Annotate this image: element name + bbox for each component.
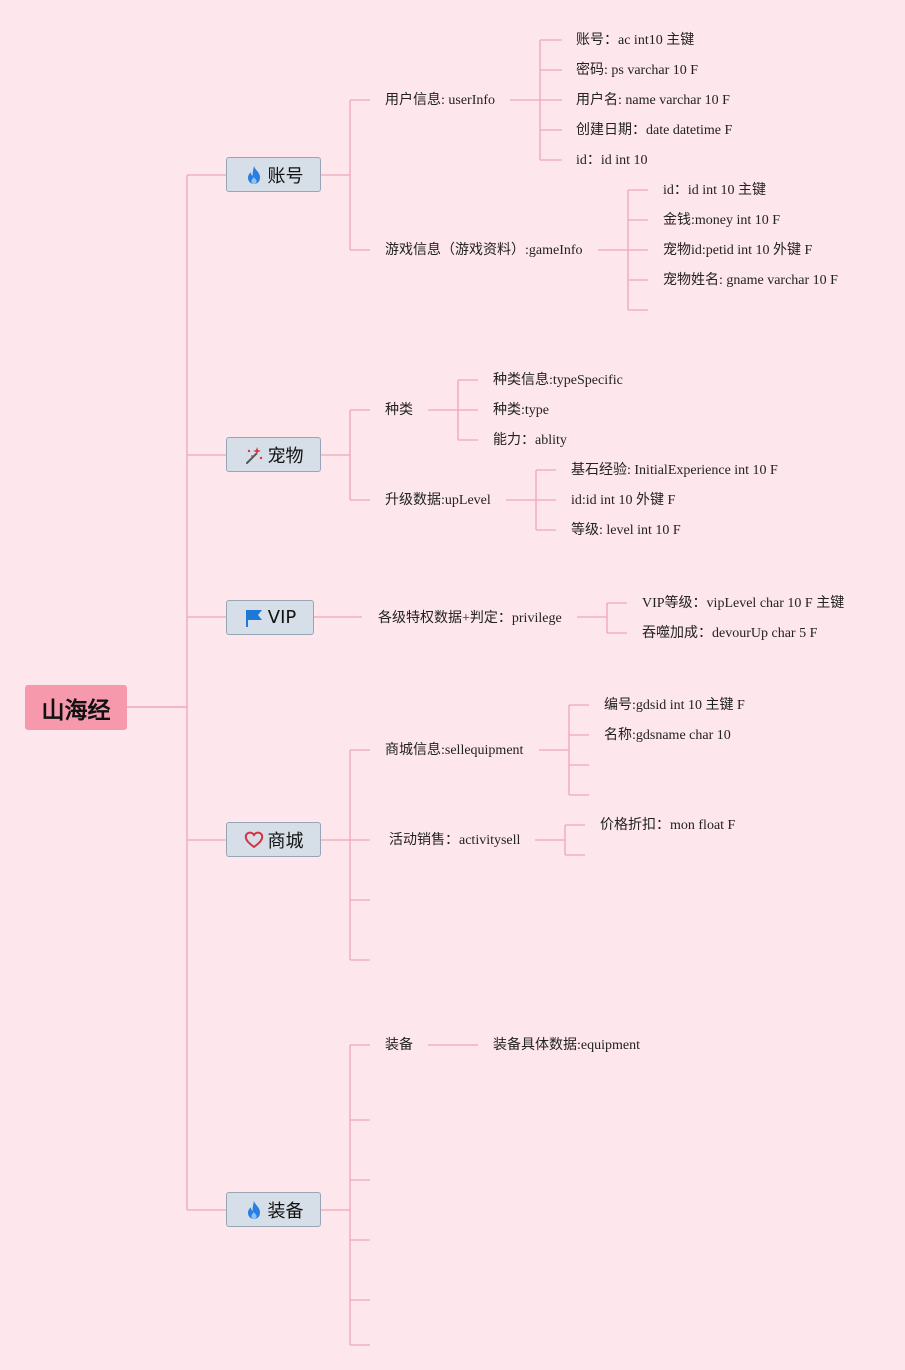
- field-item[interactable]: 用户名: name varchar 10 F: [576, 93, 730, 108]
- branch-mall[interactable]: 商城: [226, 822, 321, 857]
- subtopic-activitysell[interactable]: 活动销售：activitysell: [389, 833, 521, 848]
- field-item[interactable]: id：id int 10 主键: [663, 183, 767, 198]
- subtopic-uplevel[interactable]: 升级数据:upLevel: [385, 493, 491, 508]
- field-item[interactable]: VIP等级：vipLevel char 10 F 主键: [642, 596, 845, 611]
- root-label: 山海经: [41, 697, 111, 724]
- field-item[interactable]: 装备具体数据:equipment: [493, 1038, 640, 1053]
- heart-icon: [244, 830, 264, 850]
- field-item[interactable]: 吞噬加成：devourUp char 5 F: [642, 626, 818, 641]
- root-node[interactable]: 山海经: [25, 685, 127, 730]
- magic-wand-icon: [244, 445, 264, 465]
- branch-equipment[interactable]: 装备: [226, 1192, 321, 1227]
- flag-icon: [244, 608, 264, 628]
- field-item[interactable]: 金钱:money int 10 F: [663, 213, 781, 228]
- field-item[interactable]: id:id int 10 外键 F: [571, 493, 676, 508]
- field-item[interactable]: id：id int 10: [576, 153, 648, 168]
- field-item[interactable]: 宠物id:petid int 10 外键 F: [663, 243, 813, 258]
- branch-account[interactable]: 账号: [226, 157, 321, 192]
- field-item[interactable]: 名称:gdsname char 10: [604, 728, 731, 743]
- subtopic-userinfo[interactable]: 用户信息: userInfo: [385, 93, 496, 108]
- subtopic-equip[interactable]: 装备: [385, 1038, 413, 1053]
- branch-label: VIP: [267, 607, 297, 628]
- subtopic-sellequipment[interactable]: 商城信息:sellequipment: [385, 743, 524, 758]
- flame-icon: [244, 165, 264, 185]
- field-item[interactable]: 价格折扣：mon float F: [600, 818, 736, 833]
- field-item[interactable]: 种类:type: [493, 403, 549, 418]
- field-item[interactable]: 等级: level int 10 F: [571, 523, 681, 538]
- branch-label: 装备: [267, 1200, 304, 1222]
- branch-label: 账号: [267, 165, 304, 187]
- branch-pet[interactable]: 宠物: [226, 437, 321, 472]
- field-item[interactable]: 创建日期：date datetime F: [576, 123, 733, 138]
- branch-label: 商城: [267, 830, 304, 852]
- field-item[interactable]: 编号:gdsid int 10 主键 F: [604, 698, 745, 713]
- branch-vip[interactable]: VIP: [226, 600, 314, 635]
- branch-label: 宠物: [267, 445, 304, 467]
- flame-icon: [244, 1200, 264, 1220]
- subtopic-privilege[interactable]: 各级特权数据+判定：privilege: [378, 611, 562, 626]
- field-item[interactable]: 账号：ac int10 主键: [576, 33, 695, 48]
- subtopic-kind[interactable]: 种类: [385, 403, 413, 418]
- field-item[interactable]: 种类信息:typeSpecific: [493, 373, 623, 388]
- field-item[interactable]: 基石经验: InitialExperience int 10 F: [571, 463, 778, 478]
- field-item[interactable]: 能力：ablity: [493, 433, 567, 448]
- subtopic-gameinfo[interactable]: 游戏信息（游戏资料）:gameInfo: [385, 243, 583, 258]
- field-item[interactable]: 宠物姓名: gname varchar 10 F: [663, 273, 838, 288]
- field-item[interactable]: 密码: ps varchar 10 F: [576, 63, 699, 78]
